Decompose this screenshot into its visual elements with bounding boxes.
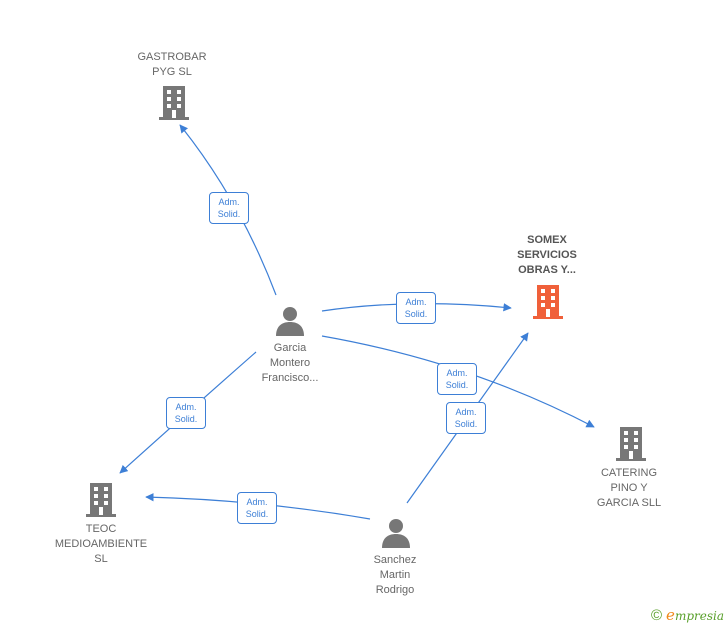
building-icon[interactable] — [159, 86, 189, 120]
edge-label-line: Adm. — [246, 497, 268, 507]
node-label-line: MEDIOAMBIENTE — [54, 538, 148, 550]
node-label-line: Martin — [379, 569, 411, 581]
edge-label-line: Solid. — [245, 509, 269, 519]
node-label-line: SL — [94, 553, 108, 565]
brand-initial: e — [666, 606, 675, 624]
person-icon[interactable] — [275, 306, 305, 336]
node-label-line: Montero — [269, 357, 311, 369]
node-label-line: TEOC — [85, 523, 117, 535]
edge-label-garcia-teoc[interactable]: Adm. Solid. — [166, 397, 206, 429]
edge-label-garcia-catering[interactable]: Adm. Solid. — [437, 363, 477, 395]
edge-label-sanchez-somex[interactable]: Adm. Solid. — [446, 402, 486, 434]
node-label-line: PINO Y — [610, 482, 648, 494]
node-label-line: PYG SL — [152, 66, 192, 78]
node-label-line: GARCIA SLL — [596, 497, 662, 509]
edge-label-sanchez-teoc[interactable]: Adm. Solid. — [237, 492, 277, 524]
brand-watermark: © empresia — [651, 606, 724, 624]
edge-label-line: Solid. — [174, 414, 198, 424]
edge-label-line: Adm. — [175, 402, 197, 412]
brand-text: mpresia — [674, 609, 724, 623]
edge-label-line: Solid. — [445, 380, 469, 390]
edge-label-line: Adm. — [446, 368, 468, 378]
focus-building-icon[interactable] — [533, 285, 563, 319]
edge-label-line: Solid. — [217, 209, 241, 219]
edge-label-line: Adm. — [218, 197, 240, 207]
brand-logo: empresia — [666, 606, 724, 624]
edge-label-garcia-gastrobar[interactable]: Adm. Solid. — [209, 192, 249, 224]
node-label-line: SOMEX — [527, 234, 567, 246]
edge-label-line: Adm. — [455, 407, 477, 417]
node-label-line: SERVICIOS — [517, 249, 577, 261]
node-label-line: Francisco... — [261, 372, 319, 384]
edge-label-garcia-somex[interactable]: Adm. Solid. — [396, 292, 436, 324]
building-icon[interactable] — [86, 483, 116, 517]
node-label-teoc[interactable]: TEOC MEDIOAMBIENTE SL — [46, 522, 156, 567]
node-label-garcia[interactable]: Garcia Montero Francisco... — [237, 341, 343, 386]
node-label-line: Sanchez — [373, 554, 417, 566]
copyright-icon: © — [650, 606, 663, 624]
node-label-somex[interactable]: SOMEX SERVICIOS OBRAS Y... — [497, 233, 597, 278]
edge-label-line: Solid. — [404, 309, 428, 319]
person-icon[interactable] — [381, 518, 411, 548]
node-label-line: CATERING — [600, 467, 658, 479]
building-icon[interactable] — [616, 427, 646, 461]
node-label-sanchez[interactable]: Sanchez Martin Rodrigo — [342, 553, 448, 598]
node-label-gastrobar[interactable]: GASTROBAR PYG SL — [122, 50, 222, 80]
node-label-catering[interactable]: CATERING PINO Y GARCIA SLL — [579, 466, 679, 511]
node-label-line: GASTROBAR — [137, 51, 207, 63]
node-label-line: OBRAS Y... — [518, 264, 576, 276]
edge-label-line: Adm. — [405, 297, 427, 307]
node-label-line: Garcia — [273, 342, 307, 354]
edge-label-line: Solid. — [454, 419, 478, 429]
node-label-line: Rodrigo — [375, 584, 415, 596]
